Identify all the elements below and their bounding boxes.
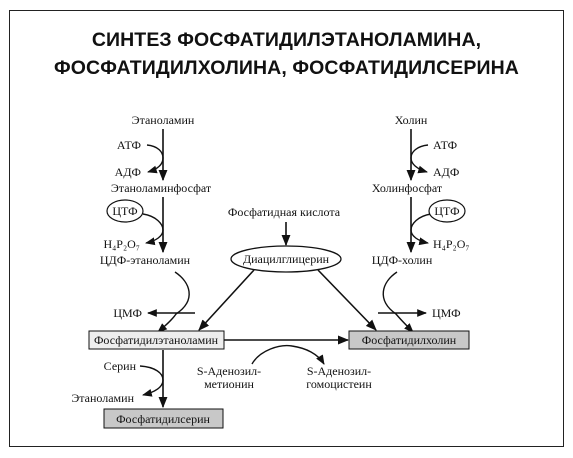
- curve-ctp-ppi-right: [410, 213, 432, 246]
- ps-label: Фосфатидилсерин: [116, 412, 210, 426]
- phosphocholine-label: Холинфосфат: [372, 181, 443, 195]
- adp-label-right: АДФ: [433, 165, 459, 179]
- ppi-label-right: H₄P₂O₇: [433, 237, 470, 251]
- curve-cdp-choline-to-pc: [382, 271, 414, 333]
- curve-cdp-ethanolamine-to-pe: [157, 271, 190, 333]
- diacylglycerol-label: Диацилглицерин: [243, 252, 330, 266]
- diacylglycerol-ellipse: [230, 245, 342, 273]
- curve-atp-adp-left: [146, 144, 164, 174]
- cdp-choline-label: ЦДФ-холин: [372, 253, 433, 267]
- pe-label: Фосфатидилэтаноламин: [94, 333, 219, 347]
- atp-label-left: АТФ: [117, 138, 141, 152]
- ethanolamine-label: Этаноламин: [132, 113, 195, 127]
- serine-label: Серин: [104, 359, 137, 373]
- curve-atp-adp-right: [410, 144, 429, 174]
- ctp-label-left: ЦТФ: [112, 204, 137, 218]
- sah-label-line1: S-Аденозил-: [307, 364, 371, 378]
- ppi-label-left: H₄P₂O₇: [103, 237, 140, 251]
- choline-label: Холин: [395, 113, 428, 127]
- phosphatidic-acid-label: Фосфатидная кислота: [228, 205, 341, 219]
- cmp-label-left: ЦМФ: [113, 306, 142, 320]
- arrow-dag-to-pe: [198, 269, 255, 331]
- ps-box: [103, 408, 224, 429]
- sah-label-line2: гомоцистеин: [306, 377, 372, 391]
- phosphoethanolamine-label: Этаноламинфосфат: [111, 181, 212, 195]
- ctp-ellipse-left: [106, 199, 144, 223]
- pc-box: [348, 330, 470, 350]
- cmp-label-right: ЦМФ: [432, 306, 461, 320]
- ctp-ellipse-right: [428, 199, 466, 223]
- diagram-title-line-2: ФОСФАТИДИЛХОЛИНА, ФОСФАТИДИЛСЕРИНА: [54, 57, 519, 79]
- curve-sam-to-sah: [251, 344, 325, 365]
- ethanolamine-out-label: Этаноламин: [71, 391, 134, 405]
- curve-serine-ethanolamine: [139, 365, 164, 397]
- arrow-dag-to-pc: [317, 269, 377, 331]
- pc-label: Фосфатидилхолин: [362, 333, 457, 347]
- curve-ctp-ppi-left: [142, 213, 164, 246]
- ctp-label-right: ЦТФ: [434, 204, 459, 218]
- adp-label-left: АДФ: [115, 165, 141, 179]
- sam-label-line2: метионин: [204, 377, 254, 391]
- atp-label-right: АТФ: [433, 138, 457, 152]
- cdp-ethanolamine-label: ЦДФ-этаноламин: [100, 253, 191, 267]
- sam-label-line1: S-Аденозил-: [197, 364, 261, 378]
- diagram-frame: [9, 10, 564, 447]
- diagram-title-line-1: СИНТЕЗ ФОСФАТИДИЛЭТАНОЛАМИНА,: [91, 29, 482, 51]
